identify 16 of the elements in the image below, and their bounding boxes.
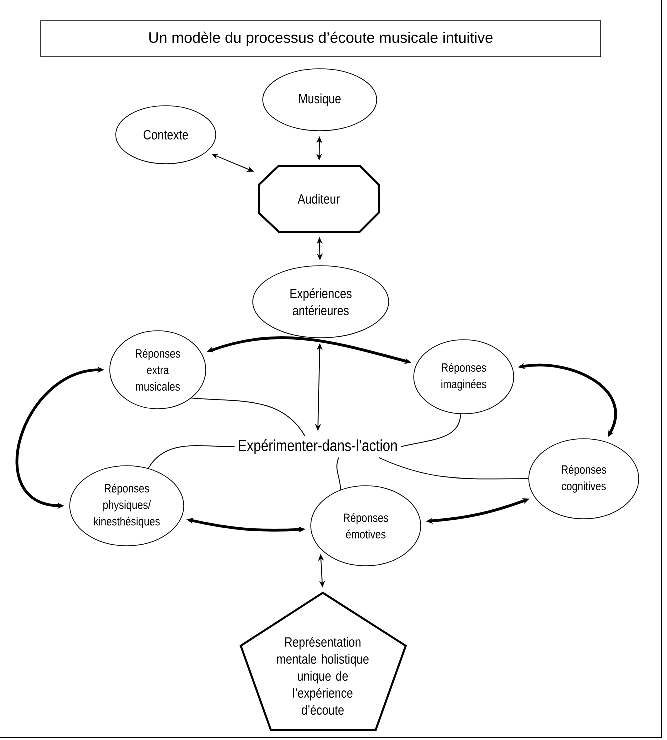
connector-line <box>336 457 342 490</box>
connector-line <box>191 398 306 437</box>
ellipse-node: Réponses émotives <box>310 486 422 566</box>
connector-line <box>378 457 530 480</box>
ellipse-node: Réponses extra musicales <box>110 330 206 410</box>
ellipse-node: Contexte <box>116 106 216 164</box>
connector-line <box>400 414 462 448</box>
title-box: Un modèle du processus d’écoute musicale intuitive <box>40 20 602 58</box>
node-text: Expérimenter-dans-l’action <box>239 439 398 455</box>
ellipse-node: Expériences antérieures <box>252 266 390 338</box>
ellipse-node: Réponses physiques/ kinesthésiques <box>70 466 184 546</box>
octagon-node: Auditeur <box>258 165 380 233</box>
connector-line <box>148 445 236 470</box>
ellipse-node: Réponses cognitives <box>528 438 640 520</box>
ellipse-node: Musique <box>262 68 378 132</box>
ellipse-node: Réponses imaginées <box>414 340 514 414</box>
